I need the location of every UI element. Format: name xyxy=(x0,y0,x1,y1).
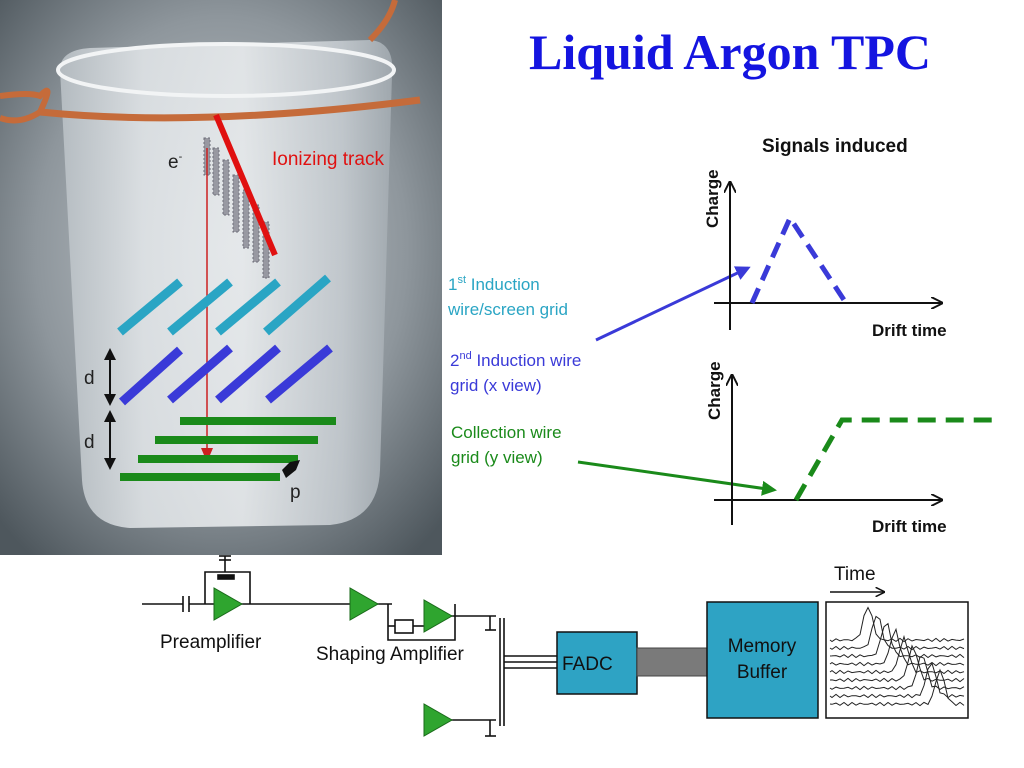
memory-label-line1: Memory xyxy=(728,636,797,657)
collection-pointer-arrow xyxy=(577,460,777,496)
second-induction-label: 2nd Induction wire xyxy=(450,350,581,370)
spacing-label-1: d xyxy=(84,368,95,389)
first-induction-label-line2: wire/screen grid xyxy=(447,300,568,319)
waveform-trace xyxy=(829,656,965,691)
page-title: Liquid Argon TPC xyxy=(528,24,931,80)
memory-buffer-box xyxy=(706,601,819,719)
electron-label: e- xyxy=(168,151,183,173)
copper-wire-top xyxy=(367,0,398,43)
waveform-trace xyxy=(829,644,965,683)
spacing-arrow-2 xyxy=(104,410,116,470)
track-label: Ionizing track xyxy=(272,149,384,170)
lower-amp-triangle xyxy=(423,703,454,737)
waveform-trace xyxy=(829,662,965,699)
induction-signal-trace xyxy=(749,212,849,305)
copper-wire xyxy=(0,87,51,124)
shaping-amplifier-label: Shaping Amplifier xyxy=(316,644,465,665)
time-label: Time xyxy=(834,564,876,585)
waveform-traces xyxy=(829,606,965,707)
waveform-trace xyxy=(829,668,965,707)
plots-title: Signals induced xyxy=(762,136,908,157)
proton-label: p xyxy=(290,482,301,503)
spacing-label-2: d xyxy=(84,432,95,453)
fadc-label: FADC xyxy=(562,654,613,675)
second-induction-label-line2: grid (x view) xyxy=(450,376,542,395)
proton-blob xyxy=(282,460,300,478)
preamplifier-triangle xyxy=(213,587,244,621)
waveform-trace xyxy=(829,622,965,659)
collection-signal-plot: Charge Drift time xyxy=(705,361,1000,536)
first-induction-grid xyxy=(117,274,331,336)
second-induction-grid xyxy=(118,344,333,406)
memory-label-line2: Buffer xyxy=(737,662,788,683)
bottom-x-label: Drift time xyxy=(872,517,947,536)
electronics-chain xyxy=(142,555,557,737)
top-x-label: Drift time xyxy=(872,321,947,340)
waveform-trace xyxy=(829,634,965,675)
collection-grid xyxy=(120,417,336,481)
bottom-y-label: Charge xyxy=(705,361,724,420)
feedback-capacitor xyxy=(217,574,235,580)
beaker-rim xyxy=(56,42,396,98)
collection-signal-trace xyxy=(793,417,1000,502)
waveform-trace xyxy=(829,606,965,643)
fadc-box xyxy=(556,631,638,695)
collection-label-line2: grid (y view) xyxy=(451,448,543,467)
top-y-label: Charge xyxy=(703,169,722,228)
induction-pointer-arrow xyxy=(595,266,751,342)
waveform-trace xyxy=(829,627,965,667)
shaping-resistor xyxy=(394,619,414,634)
waveform-trace xyxy=(829,615,965,651)
induction-signal-plot: Charge Drift time xyxy=(703,169,947,340)
data-bus xyxy=(636,647,708,677)
preamplifier-label: Preamplifier xyxy=(160,632,262,653)
shaping-amp-triangle-2 xyxy=(423,599,454,633)
first-induction-label: 1st Induction xyxy=(448,274,540,294)
ionizing-track xyxy=(213,113,278,257)
spacing-arrow-1 xyxy=(104,348,116,406)
beaker-photo: e- Ionizing track d d p xyxy=(0,0,442,555)
shaping-amp-triangle-1 xyxy=(349,587,380,621)
collection-label: Collection wire xyxy=(451,423,562,442)
